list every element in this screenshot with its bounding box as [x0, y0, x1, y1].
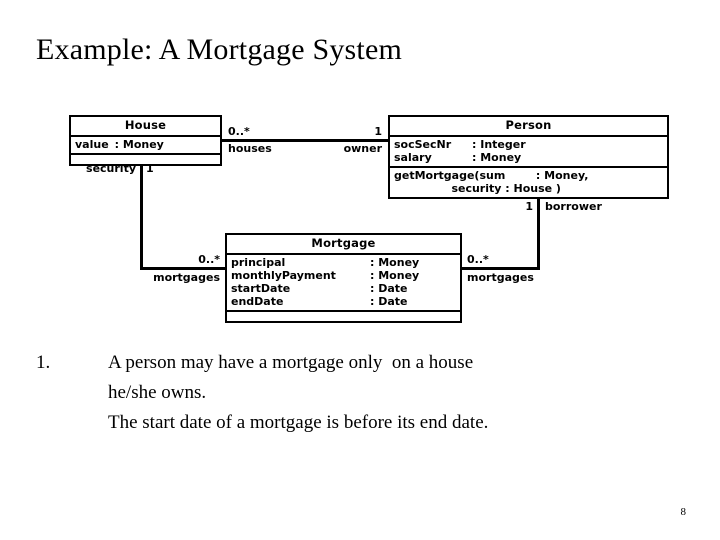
association-line-person-mortgage-vertical [537, 197, 540, 270]
uml-attribute-type: : Money [370, 256, 420, 269]
uml-class-mortgage-attributes: principal : Money monthlyPayment : Money… [227, 255, 460, 312]
uml-class-house-name: House [71, 117, 220, 137]
association-line-house-mortgage-vertical [140, 158, 143, 270]
uml-attribute-row: salary : Money [394, 151, 667, 164]
assoc-multiplicity-person-mortgage-to: 0..* [467, 253, 489, 266]
association-line-house-person [221, 139, 389, 142]
uml-class-person[interactable]: Person socSecNr : Integer salary : Money… [388, 115, 669, 199]
assoc-role-house-person-to: owner [343, 142, 382, 155]
uml-attribute-row: socSecNr : Integer [394, 138, 667, 151]
association-line-house-mortgage-horizontal [140, 267, 226, 270]
uml-attribute-type: : Money [472, 151, 522, 164]
uml-class-mortgage-name: Mortgage [227, 235, 460, 255]
assoc-multiplicity-house-mortgage-from: 1 [146, 162, 154, 175]
body-list: 1. A person may have a mortgage only on … [36, 348, 676, 438]
uml-operation-row: getMortgage(sum : Money, [394, 169, 589, 182]
uml-attribute-name: value [75, 138, 109, 151]
uml-class-mortgage[interactable]: Mortgage principal : Money monthlyPaymen… [225, 233, 462, 323]
uml-attribute-row: principal : Money [231, 256, 460, 269]
uml-attribute-name: socSecNr [394, 138, 452, 151]
uml-operation-row: security : House ) [394, 182, 561, 195]
page-number: 8 [680, 506, 687, 518]
uml-attribute-name: endDate [231, 295, 284, 308]
uml-attribute-type: : Money [370, 269, 420, 282]
assoc-role-house-mortgage-to: mortgages [153, 271, 220, 284]
list-item: 1. A person may have a mortgage only on … [36, 348, 676, 438]
assoc-role-house-mortgage-from: security [86, 162, 136, 175]
list-item-marker: 1. [36, 352, 51, 373]
uml-class-house[interactable]: House value : Money [69, 115, 222, 166]
uml-attribute-name: salary [394, 151, 432, 164]
list-item-body: A person may have a mortgage only on a h… [108, 348, 676, 438]
assoc-multiplicity-house-mortgage-to: 0..* [198, 253, 220, 266]
assoc-role-house-person-from: houses [228, 142, 272, 155]
list-item-line: The start date of a mortgage is before i… [108, 412, 489, 433]
uml-attribute-name: startDate [231, 282, 291, 295]
uml-attribute-type: : Date [370, 282, 408, 295]
list-item-line: A person may have a mortgage only on a h… [108, 352, 474, 373]
uml-class-house-attributes: value : Money [71, 137, 220, 155]
uml-attribute-row: endDate : Date [231, 295, 460, 308]
uml-attribute-name: monthlyPayment [231, 269, 336, 282]
uml-class-diagram: House value : Money Person socSecNr : In… [69, 115, 669, 323]
assoc-role-person-mortgage-from: borrower [545, 200, 602, 213]
uml-class-person-name: Person [390, 117, 667, 137]
uml-attribute-type: : Date [370, 295, 408, 308]
uml-attribute-row: startDate : Date [231, 282, 460, 295]
assoc-multiplicity-person-mortgage-from: 1 [525, 200, 533, 213]
assoc-multiplicity-house-person-to: 1 [374, 125, 382, 138]
uml-attribute-type: : Integer [472, 138, 526, 151]
association-line-person-mortgage-horizontal [461, 267, 540, 270]
uml-class-person-operations: getMortgage(sum : Money, security : Hous… [390, 168, 667, 197]
uml-class-mortgage-operations [227, 312, 460, 321]
page-title: Example: A Mortgage System [36, 33, 402, 66]
assoc-multiplicity-house-person-from: 0..* [228, 125, 250, 138]
uml-attribute-type: : Money [114, 138, 164, 151]
uml-attribute-name: principal [231, 256, 286, 269]
list-item-line: he/she owns. [108, 382, 207, 403]
assoc-role-person-mortgage-to: mortgages [467, 271, 534, 284]
uml-class-person-attributes: socSecNr : Integer salary : Money [390, 137, 667, 168]
uml-attribute-row: monthlyPayment : Money [231, 269, 460, 282]
uml-attribute-row: value : Money [75, 138, 220, 151]
